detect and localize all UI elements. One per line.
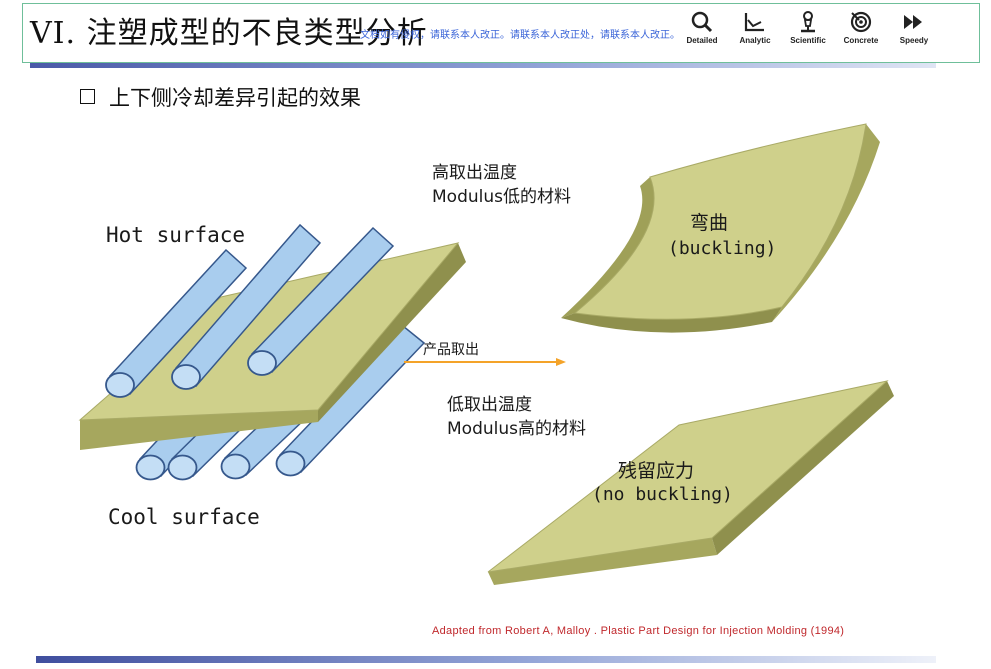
cooling-rod xyxy=(247,226,395,376)
toolbar-label-speedy: Speedy xyxy=(899,36,929,45)
fast-forward-icon xyxy=(904,15,922,29)
section-subtitle: 上下侧冷却差异引起的效果 xyxy=(80,82,361,112)
header-frame xyxy=(22,3,980,63)
magnifier-icon xyxy=(691,11,713,33)
toolbar-item-detailed: Detailed xyxy=(676,10,728,54)
toolbar-label-analytic: Analytic xyxy=(739,36,771,45)
toolbar-label-detailed: Detailed xyxy=(686,36,718,45)
ejection-label: 产品取出 xyxy=(423,342,479,358)
toolbar-item-analytic: Analytic xyxy=(729,10,781,54)
no-buckling-label-en: (no buckling) xyxy=(592,484,733,505)
high-modulus-material-label: Modulus高的材料 xyxy=(447,419,586,439)
residual-stress-label-cn: 残留应力 xyxy=(618,460,695,482)
footer-divider xyxy=(36,656,936,663)
toolbar-item-scientific: Scientific xyxy=(782,10,834,54)
bullet-box xyxy=(80,89,95,104)
line-chart-icon xyxy=(744,13,764,32)
page-title: VI. 注塑成型的不良类型分析 xyxy=(30,16,428,51)
target-icon xyxy=(850,11,872,33)
high-ejection-temp-label: 高取出温度 xyxy=(432,163,517,183)
upper-cooling-rods xyxy=(105,223,395,398)
buckled-plate xyxy=(561,123,880,333)
toolbar-label-concrete: Concrete xyxy=(843,36,879,45)
header-toolbar: Detailed Analytic Scientific Concrete xyxy=(676,10,938,54)
header-divider xyxy=(30,63,936,68)
ejection-arrow xyxy=(404,358,566,366)
microscope-icon xyxy=(801,11,815,33)
subtitle-text: 上下侧冷却差异引起的效果 xyxy=(109,86,361,110)
cool-surface-label: Cool surface xyxy=(108,505,260,529)
toolbar-item-concrete: Concrete xyxy=(835,10,887,54)
cooling-rod xyxy=(105,248,248,398)
low-ejection-temp-label: 低取出温度 xyxy=(447,395,532,415)
buckling-label-en: (buckling) xyxy=(668,238,777,259)
watermark-text: 文档如有侵权，请联系本人改正。请联系本人改正处，请联系本人改正。 xyxy=(360,30,680,41)
cooling-rod xyxy=(171,223,322,390)
toolbar-label-scientific: Scientific xyxy=(790,36,826,45)
buckling-label-cn: 弯曲 xyxy=(690,212,729,234)
citation-text: Adapted from Robert A, Malloy . Plastic … xyxy=(432,625,845,637)
flat-plate xyxy=(487,380,894,585)
toolbar-item-speedy: Speedy xyxy=(888,10,940,54)
hot-surface-label: Hot surface xyxy=(106,223,246,247)
low-modulus-material-label: Modulus低的材料 xyxy=(432,187,571,207)
